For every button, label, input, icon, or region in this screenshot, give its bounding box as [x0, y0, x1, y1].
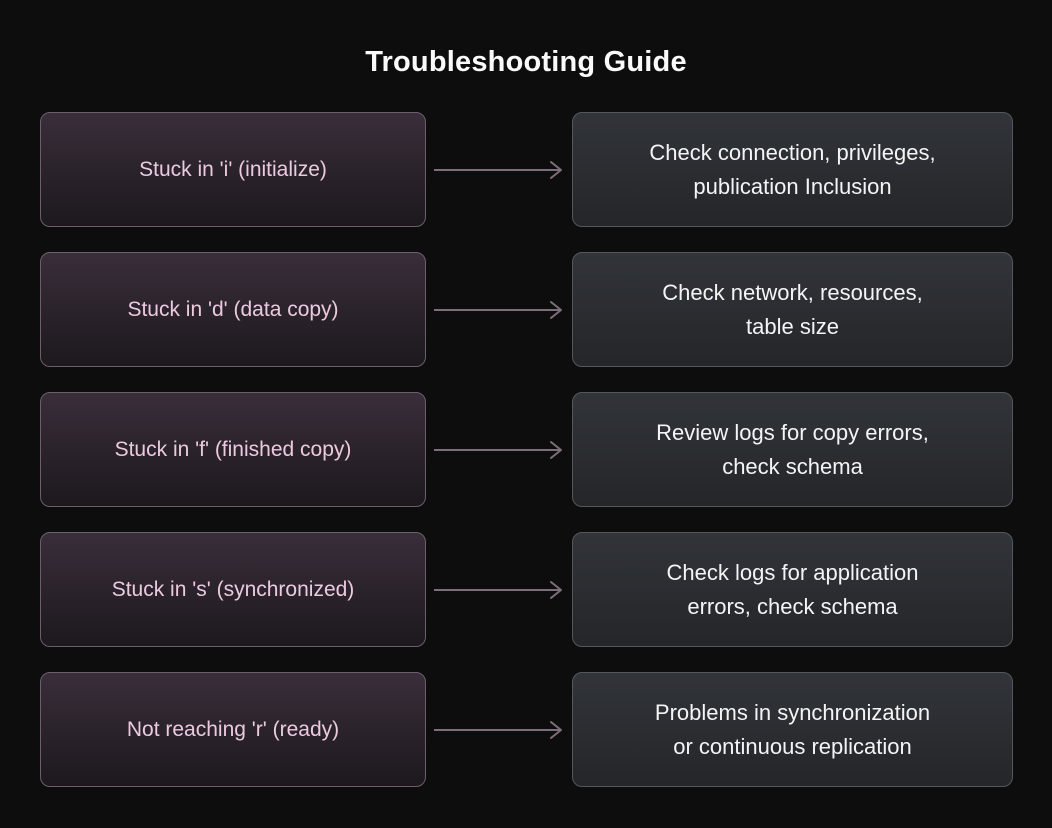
- solution-box: Review logs for copy errors, check schem…: [572, 392, 1013, 507]
- arrow-icon: [426, 252, 572, 367]
- arrow-icon: [426, 392, 572, 507]
- flow-row-ready: Not reaching 'r' (ready) Problems in syn…: [40, 672, 1052, 787]
- solution-line: Check connection, privileges,: [649, 139, 936, 165]
- problem-label: Stuck in 's' (synchronized): [111, 577, 355, 601]
- problem-label: Stuck in 'f' (finished copy): [114, 437, 352, 461]
- problem-box: Not reaching 'r' (ready): [40, 672, 426, 787]
- arrow-icon: [426, 112, 572, 227]
- problem-box: Stuck in 's' (synchronized): [40, 532, 426, 647]
- problem-box: Stuck in 'f' (finished copy): [40, 392, 426, 507]
- problem-label: Not reaching 'r' (ready): [126, 717, 340, 741]
- solution-box: Check network, resources, table size: [572, 252, 1013, 367]
- solution-box: Check connection, privileges, publicatio…: [572, 112, 1013, 227]
- flow-row-initialize: Stuck in 'i' (initialize) Check connecti…: [40, 112, 1052, 227]
- flow-row-data-copy: Stuck in 'd' (data copy) Check network, …: [40, 252, 1052, 367]
- arrow-icon: [426, 672, 572, 787]
- page-title: Troubleshooting Guide: [365, 46, 687, 78]
- solution-box: Check logs for application errors, check…: [572, 532, 1013, 647]
- problem-box: Stuck in 'd' (data copy): [40, 252, 426, 367]
- problem-label: Stuck in 'd' (data copy): [127, 297, 339, 321]
- solution-line: publication Inclusion: [693, 173, 892, 199]
- flow-row-finished-copy: Stuck in 'f' (finished copy) Review logs…: [40, 392, 1052, 507]
- solution-line: check schema: [722, 453, 863, 479]
- solution-line: Check network, resources,: [662, 279, 923, 305]
- solution-line: errors, check schema: [687, 593, 898, 619]
- flow-row-synchronized: Stuck in 's' (synchronized) Check logs f…: [40, 532, 1052, 647]
- problem-box: Stuck in 'i' (initialize): [40, 112, 426, 227]
- problem-label: Stuck in 'i' (initialize): [139, 157, 327, 181]
- solution-box: Problems in synchronization or continuou…: [572, 672, 1013, 787]
- solution-line: Check logs for application: [666, 559, 919, 585]
- flow-rows: Stuck in 'i' (initialize) Check connecti…: [0, 112, 1052, 787]
- solution-line: Review logs for copy errors,: [656, 419, 929, 445]
- solution-line: or continuous replication: [673, 733, 912, 759]
- solution-line: Problems in synchronization: [654, 699, 931, 725]
- solution-line: table size: [746, 313, 839, 339]
- arrow-icon: [426, 532, 572, 647]
